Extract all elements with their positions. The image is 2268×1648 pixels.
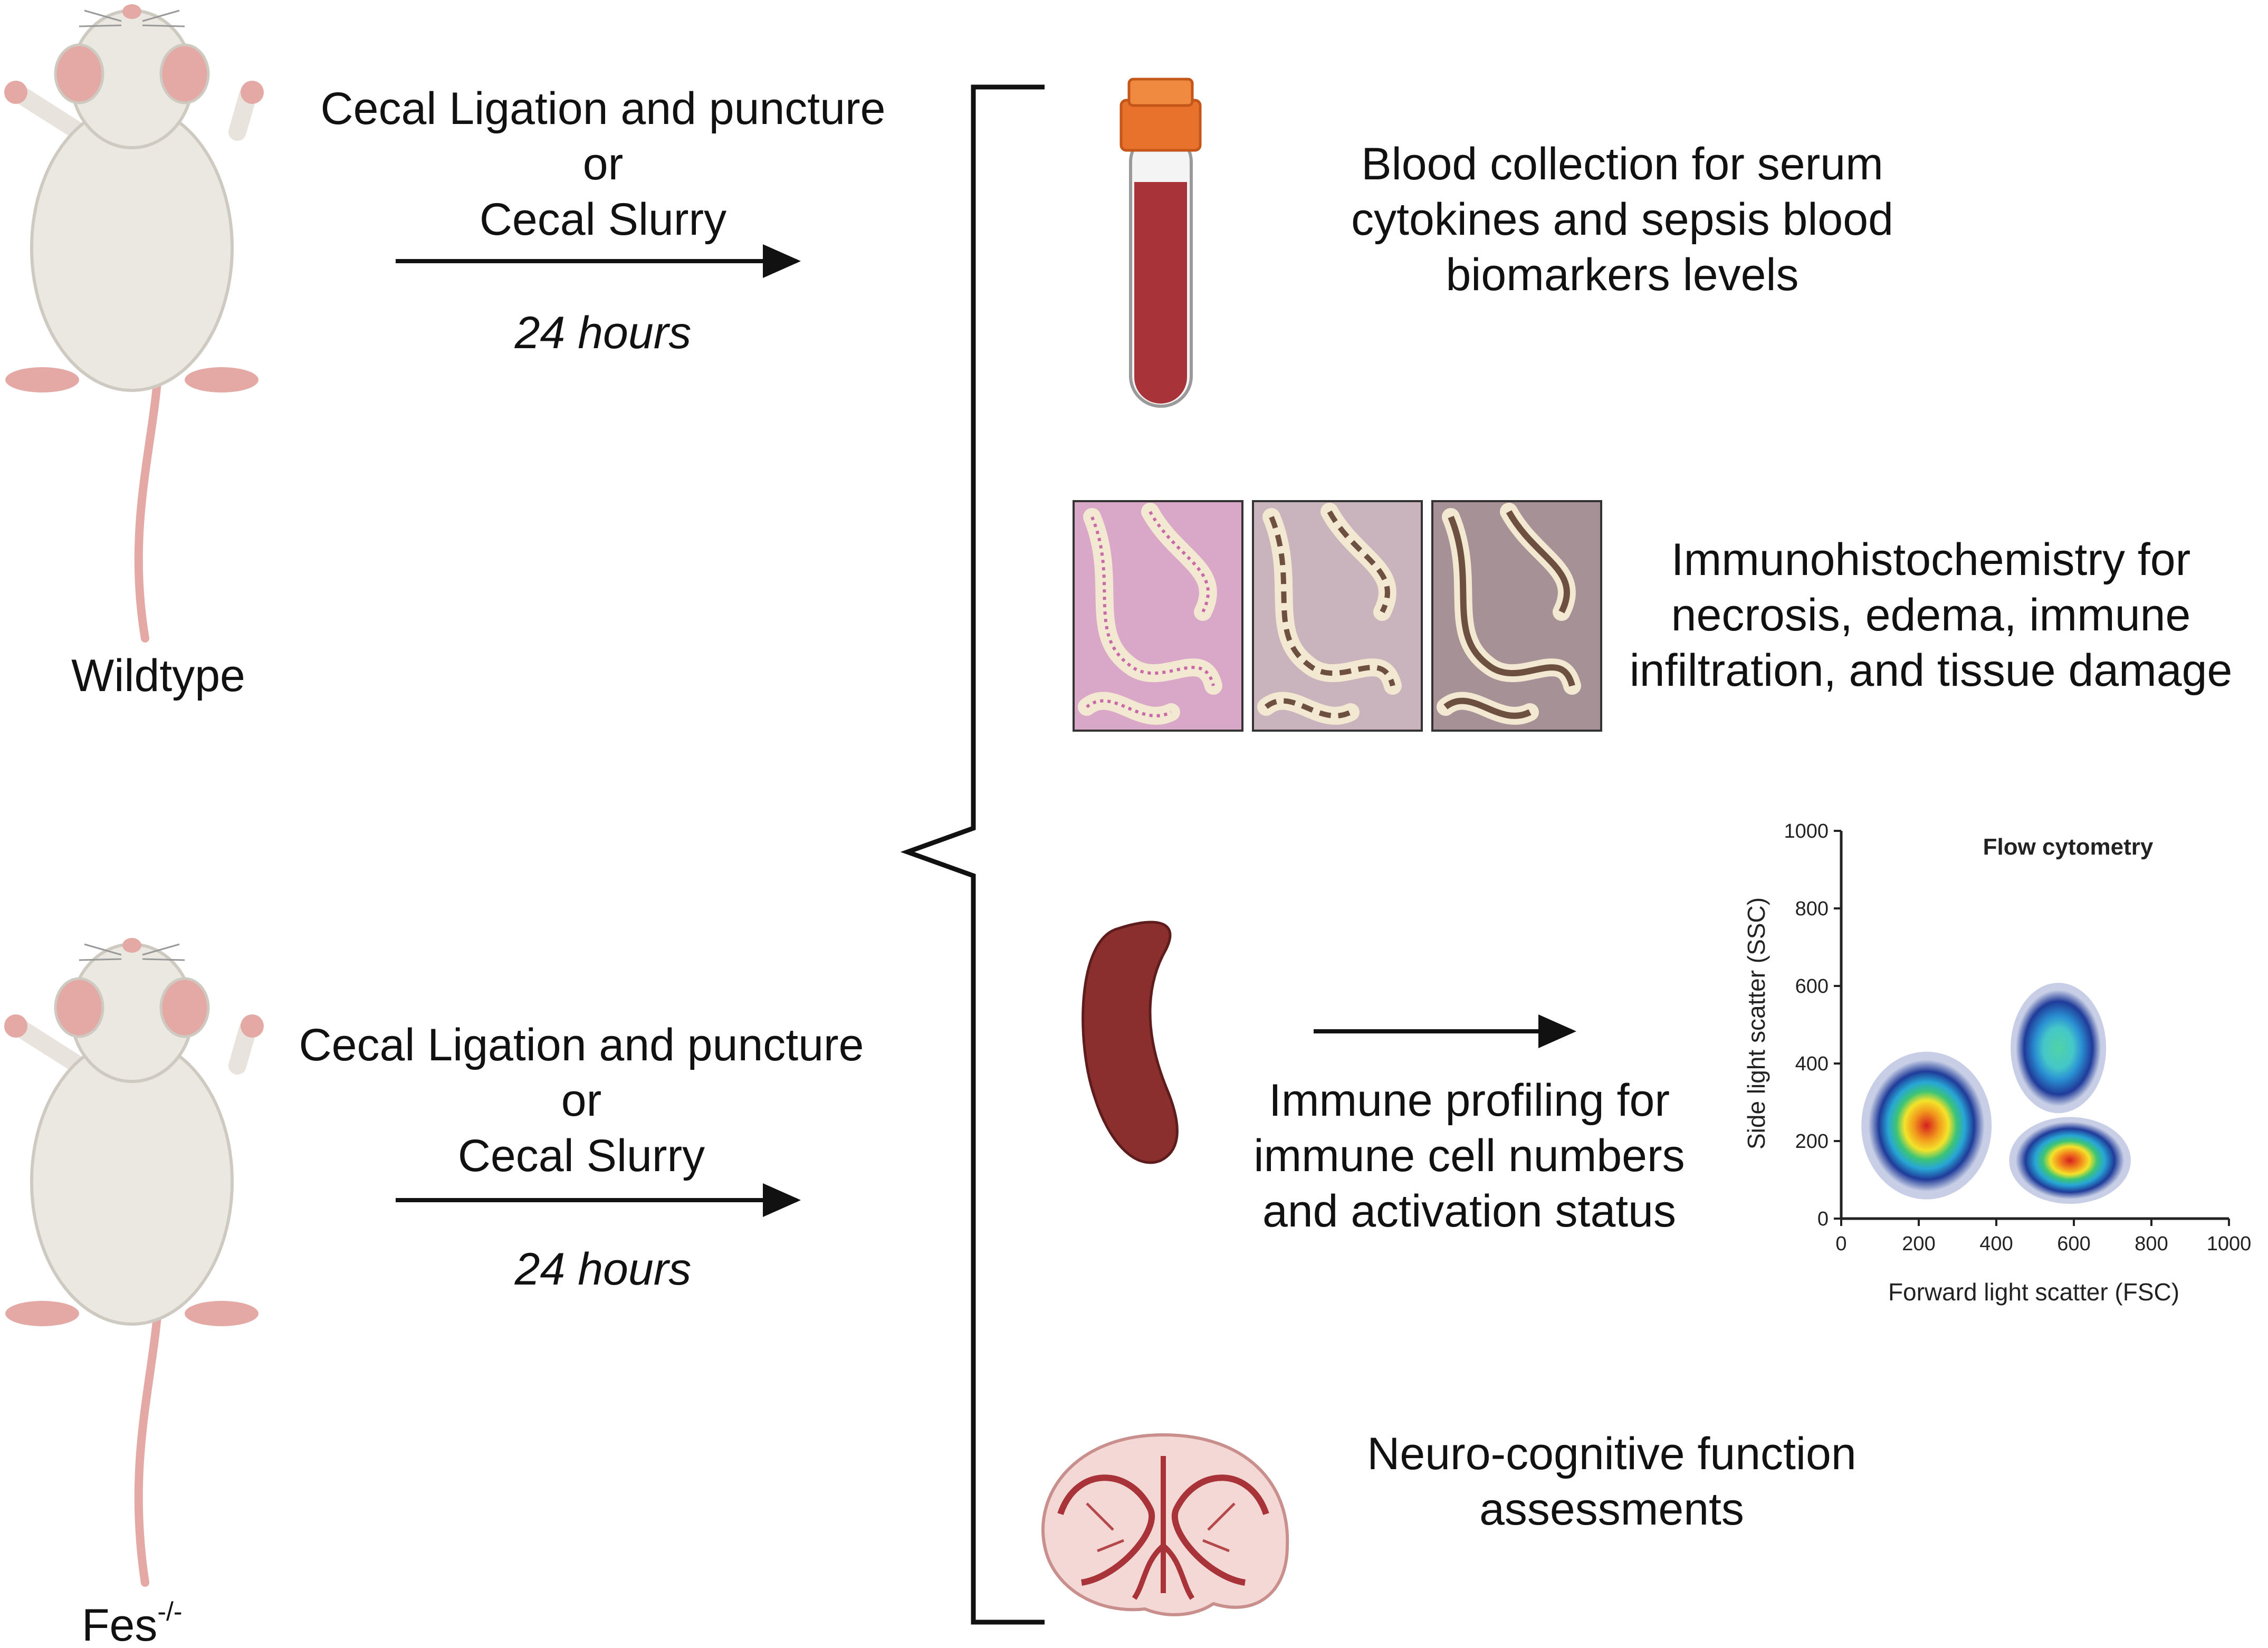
immune-line-3: and activation status: [1262, 1186, 1676, 1237]
bottom-procedure-line-2: or: [561, 1075, 601, 1126]
y-tick-label: 200: [1795, 1130, 1829, 1153]
bottom-duration: 24 hours: [514, 1244, 692, 1295]
bottom-procedure: Cecal Ligation and puncture or Cecal Slu…: [299, 1020, 864, 1295]
top-procedure: Cecal Ligation and puncture or Cecal Slu…: [321, 83, 886, 358]
flow-cytometry-chart: Flow cytometry Forward light scatter (FS…: [1743, 820, 2251, 1306]
neuro-line-1: Neuro-cognitive function: [1367, 1429, 1856, 1479]
blood-line-2: cytokines and sepsis blood: [1351, 194, 1893, 245]
mouse-fes-knockout-illustration: [4, 938, 264, 1587]
top-duration: 24 hours: [514, 308, 692, 358]
immune-line-1: Immune profiling for: [1269, 1075, 1670, 1126]
blood-line-3: biomarkers levels: [1446, 250, 1798, 300]
y-tick-label: 600: [1795, 975, 1829, 998]
bottom-procedure-line-1: Cecal Ligation and puncture: [299, 1020, 864, 1070]
population-3: [2015, 1122, 2125, 1200]
x-tick-label: 1000: [2207, 1233, 2252, 1255]
chart-ylabel: Side light scatter (SSC): [1743, 897, 1770, 1149]
ihc-outcome-text: Immunohistochemistry for necrosis, edema…: [1630, 534, 2233, 696]
fes-label-superscript: -/-: [157, 1597, 182, 1626]
wildtype-label: Wildtype: [71, 650, 245, 701]
chart-ticks: 0 200 400 600 800 1000 0 200 400 600 800 1000: [1784, 820, 2251, 1255]
top-procedure-line-3: Cecal Slurry: [480, 194, 726, 245]
top-procedure-line-2: or: [583, 139, 623, 189]
y-tick-label: 800: [1795, 898, 1829, 920]
ihc-line-3: infiltration, and tissue damage: [1630, 645, 2233, 696]
mouse-wildtype-illustration: [4, 4, 264, 643]
chart-title: Flow cytometry: [1983, 834, 2154, 860]
tissue-panels-icon: [1073, 500, 1602, 732]
fes-knockout-label: Fes-/-: [82, 1597, 183, 1648]
x-tick-label: 0: [1835, 1233, 1846, 1255]
top-procedure-line-1: Cecal Ligation and puncture: [321, 83, 886, 134]
spleen-icon: [1082, 921, 1179, 1164]
immune-outcome-text: Immune profiling for immune cell numbers…: [1253, 1075, 1685, 1237]
x-tick-label: 400: [1979, 1233, 2013, 1255]
neuro-line-2: assessments: [1479, 1484, 1744, 1535]
population-2: [2015, 990, 2101, 1106]
neuro-outcome-text: Neuro-cognitive function assessments: [1367, 1429, 1856, 1535]
y-tick-label: 0: [1817, 1208, 1829, 1230]
blood-tube-icon: [1119, 78, 1202, 408]
y-tick-label: 400: [1795, 1053, 1829, 1075]
chart-xlabel: Forward light scatter (FSC): [1888, 1278, 2179, 1306]
ihc-line-1: Immunohistochemistry for: [1671, 534, 2191, 585]
immune-line-2: immune cell numbers: [1253, 1130, 1685, 1181]
y-tick-label: 1000: [1784, 820, 1829, 842]
brain-icon: [1041, 1433, 1289, 1616]
bottom-procedure-line-3: Cecal Slurry: [458, 1130, 705, 1181]
x-tick-label: 800: [2135, 1233, 2168, 1255]
chart-populations: [1861, 983, 2131, 1204]
population-1: [1868, 1059, 1985, 1192]
blood-line-1: Blood collection for serum: [1361, 139, 1883, 189]
x-tick-label: 600: [2057, 1233, 2090, 1255]
ihc-line-2: necrosis, edema, immune: [1671, 590, 2191, 640]
blood-outcome-text: Blood collection for serum cytokines and…: [1351, 139, 1893, 300]
outcomes-brace: [900, 84, 1045, 1625]
x-tick-label: 200: [1902, 1233, 1935, 1255]
fes-label-base: Fes: [82, 1600, 157, 1648]
